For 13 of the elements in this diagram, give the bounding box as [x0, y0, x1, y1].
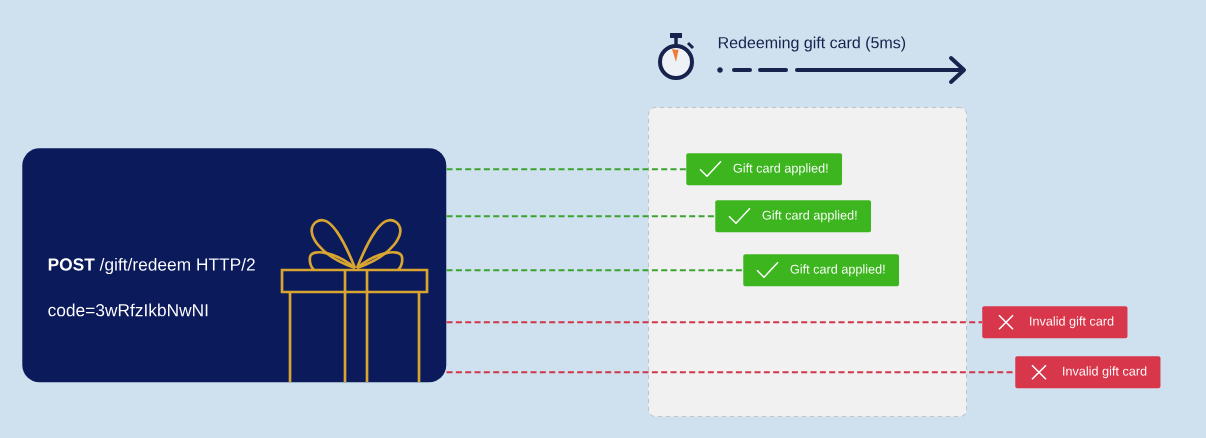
- connector-line: [446, 321, 982, 324]
- status-badge: Invalid gift card: [982, 306, 1128, 339]
- request-line: POST /gift/redeem HTTP/2: [48, 257, 255, 275]
- connector-line: [446, 269, 743, 272]
- connector-line: [446, 371, 1015, 374]
- status-badge: Gift card applied!: [686, 153, 843, 186]
- request-body: code=3wRfzIkbNwNI: [48, 303, 208, 317]
- connector-line: [446, 168, 686, 171]
- status-badge: Gift card applied!: [743, 254, 899, 287]
- status-badge: Gift card applied!: [715, 200, 871, 233]
- timeline-label: Redeeming gift card (5ms): [718, 36, 906, 52]
- status-badge: Invalid gift card: [1015, 356, 1161, 389]
- connector-line: [446, 215, 715, 218]
